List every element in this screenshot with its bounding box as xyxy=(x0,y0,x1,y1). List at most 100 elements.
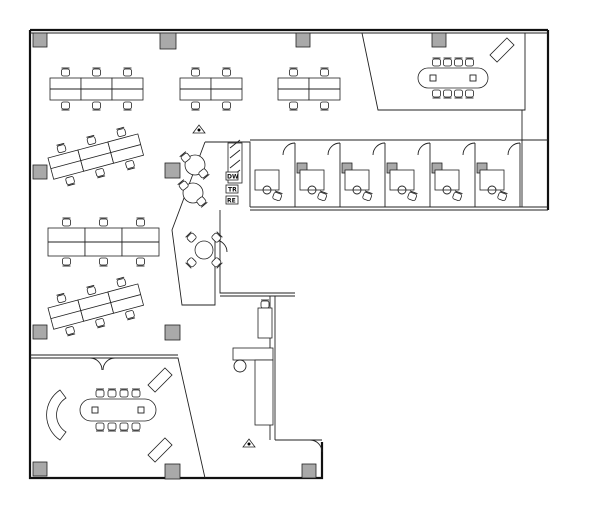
chair xyxy=(136,217,145,227)
chair xyxy=(289,67,298,77)
chair xyxy=(260,299,270,309)
chair xyxy=(61,67,70,77)
chair xyxy=(211,231,223,243)
chair xyxy=(465,57,474,67)
office-chair-mark xyxy=(352,185,362,195)
chair xyxy=(99,257,108,267)
exit-markers xyxy=(192,124,256,448)
office-chair-mark xyxy=(397,185,407,195)
chair xyxy=(131,388,141,398)
column xyxy=(431,32,447,48)
chair xyxy=(119,388,129,398)
column xyxy=(295,32,311,48)
credenza xyxy=(147,437,173,463)
chair xyxy=(136,257,145,267)
office-chair-mark xyxy=(262,185,272,195)
chair xyxy=(272,190,283,202)
chair xyxy=(95,318,106,329)
chair xyxy=(211,257,223,269)
conference-room-bottom xyxy=(79,388,157,432)
svg-text:RE: RE xyxy=(227,198,236,205)
chair xyxy=(454,57,463,67)
columns xyxy=(32,32,488,480)
dw-label: DW xyxy=(225,171,239,181)
column xyxy=(301,463,317,479)
svg-text:DW: DW xyxy=(227,174,239,181)
column xyxy=(164,324,181,341)
credenza xyxy=(147,367,173,393)
chair xyxy=(65,176,76,187)
side-table xyxy=(184,154,206,176)
tr-label: TR xyxy=(225,184,239,194)
chair xyxy=(119,422,129,432)
chair xyxy=(185,231,197,243)
credenza xyxy=(489,37,515,63)
chair xyxy=(62,257,71,267)
workstation-group xyxy=(47,217,160,267)
chair xyxy=(56,292,67,304)
office-desk xyxy=(434,169,460,191)
side-table xyxy=(182,182,204,204)
workstation-group xyxy=(49,67,144,111)
chair xyxy=(56,142,67,154)
chair xyxy=(443,57,452,67)
reception-desk xyxy=(257,307,273,339)
chair xyxy=(116,126,127,137)
office-desk xyxy=(344,169,370,191)
chair xyxy=(177,179,189,191)
chair xyxy=(95,168,106,179)
chair xyxy=(198,168,210,180)
chair xyxy=(454,89,463,99)
chair xyxy=(497,190,508,202)
chair xyxy=(86,284,97,296)
chair xyxy=(452,190,463,202)
chair xyxy=(317,190,328,202)
chair xyxy=(125,310,136,321)
chair xyxy=(131,422,141,432)
chair xyxy=(107,388,117,398)
office-desk xyxy=(299,169,325,191)
office-chair-mark xyxy=(487,185,497,195)
column xyxy=(164,463,181,480)
office-chair-mark xyxy=(442,185,452,195)
chair xyxy=(86,134,97,146)
chair xyxy=(123,101,132,111)
chair xyxy=(65,326,76,337)
conference-room-top xyxy=(417,57,489,99)
column xyxy=(32,32,48,48)
chair xyxy=(222,67,231,77)
chair xyxy=(125,160,136,171)
chair xyxy=(123,67,132,77)
column xyxy=(32,324,48,340)
office-desk xyxy=(389,169,415,191)
office-desk xyxy=(254,169,280,191)
chair xyxy=(92,67,101,77)
office-desk xyxy=(479,169,505,191)
column xyxy=(32,164,48,180)
chair xyxy=(99,217,108,227)
chair xyxy=(95,388,105,398)
chair xyxy=(61,101,70,111)
office-chair-mark xyxy=(307,185,317,195)
chair xyxy=(443,89,452,99)
chair xyxy=(432,89,441,99)
column xyxy=(32,461,48,477)
chair xyxy=(465,89,474,99)
chair xyxy=(116,276,127,287)
chair xyxy=(185,257,197,269)
chair xyxy=(191,101,200,111)
column xyxy=(164,162,181,179)
chair xyxy=(95,422,105,432)
conference-table xyxy=(417,67,489,89)
chair xyxy=(320,67,329,77)
chair xyxy=(289,101,298,111)
core-labels: DW TR RE xyxy=(225,171,239,205)
chair xyxy=(362,190,373,202)
conference-table xyxy=(79,398,157,422)
chair xyxy=(320,101,329,111)
round-table xyxy=(194,240,214,260)
workstation-group xyxy=(277,67,341,111)
workstation-group xyxy=(47,126,145,187)
chair xyxy=(432,57,441,67)
